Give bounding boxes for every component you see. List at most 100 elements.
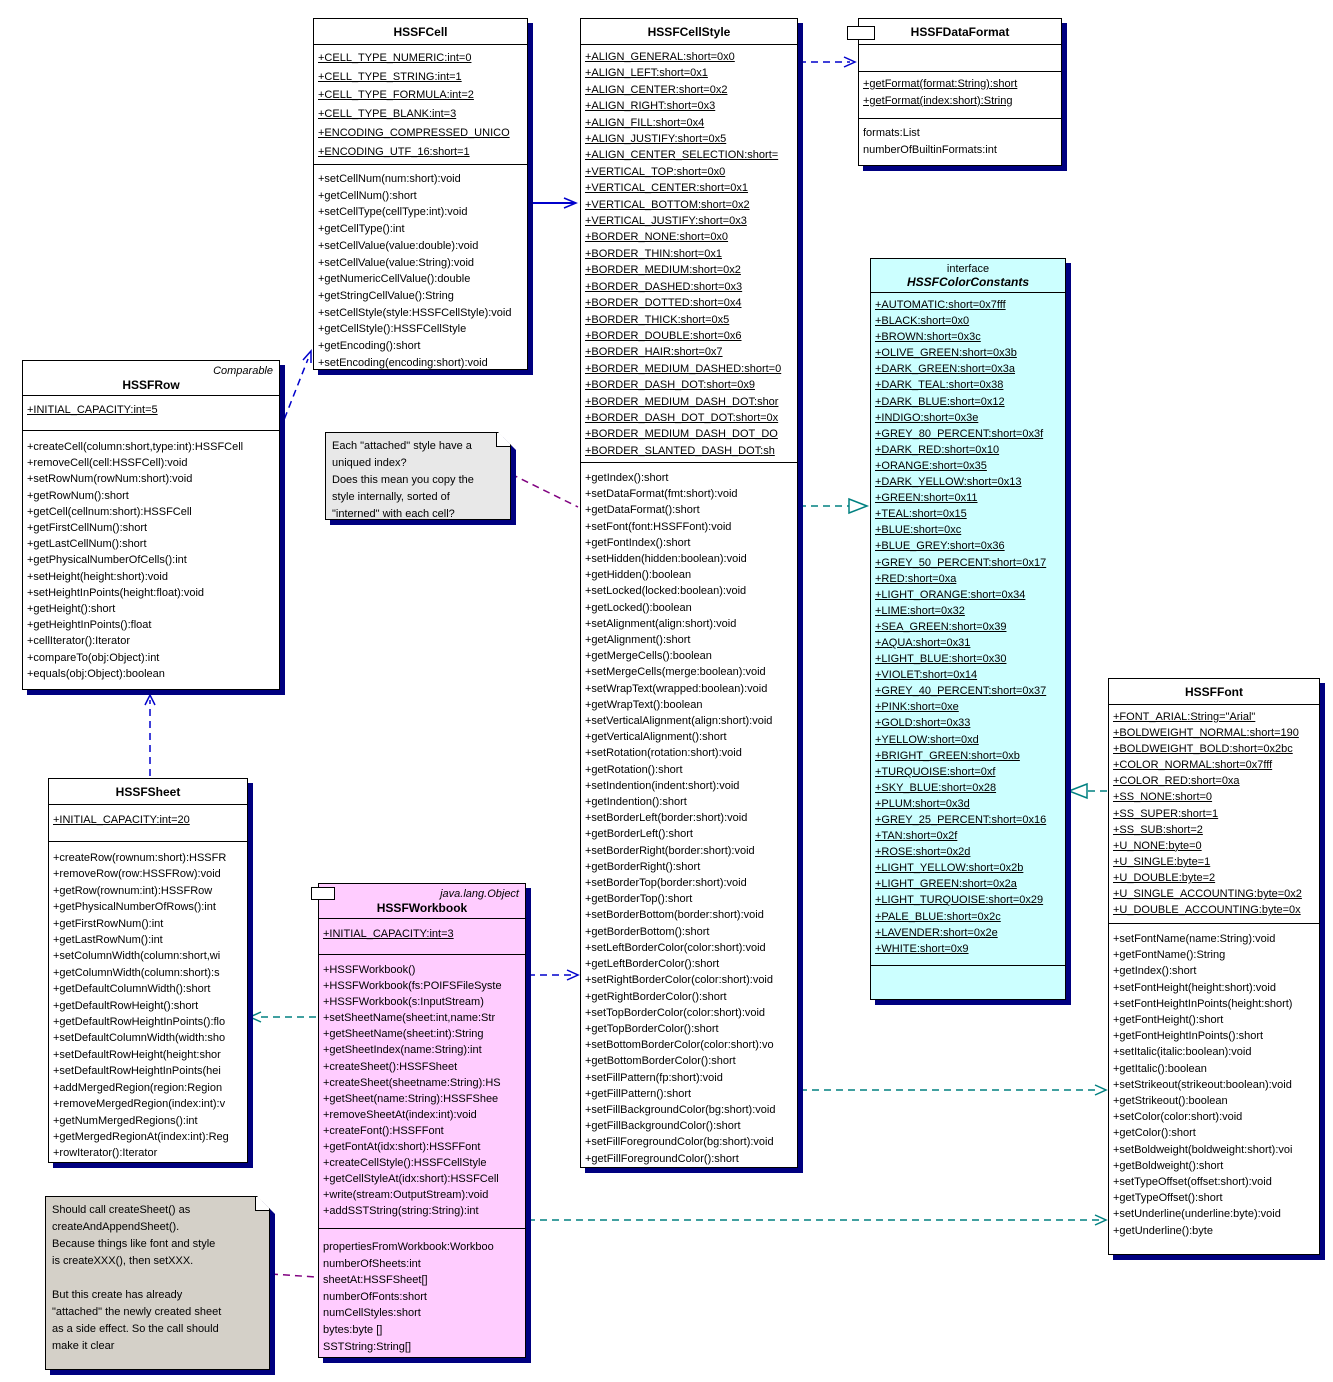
member-line: +DARK_TEAL:short=0x38 [875,379,1004,392]
member-line: +DARK_YELLOW:short=0x13 [875,476,1022,489]
member-line: numCellStyles:short [323,1307,421,1320]
member-line: +setCellValue(value:double):void [318,239,479,252]
member-line: +getCellStyle():HSSFCellStyle [318,323,467,336]
methods-compartment [871,965,1065,999]
member-line: +VIOLET:short=0x14 [875,669,978,682]
member-line: +removeMergedRegion(index:int):v [53,1098,226,1111]
member-line: +LIGHT_ORANGE:short=0x34 [875,588,1026,601]
association-cell-to-cellstyle [528,197,578,209]
member-line: +setRotation(rotation:short):void [585,747,742,760]
member-line: +getLocked():boolean [585,601,692,614]
member-line: +setVerticalAlignment(align:short):void [585,715,773,728]
member-line: +getBorderRight():short [585,860,701,873]
member-line: +getDefaultColumnWidth():short [53,983,211,996]
member-line: +YELLOW:short=0xd [875,733,979,746]
member-line: +getSheet(name:String):HSSFShee [323,1092,499,1105]
member-line: +BORDER_THIN:short=0x1 [585,247,722,260]
member-line: +INITIAL_CAPACITY:int=3 [323,928,454,940]
member-line: +BORDER_MEDIUM_DASH_DOT:shor [585,395,779,408]
attributes-compartment: +AUTOMATIC:short=0x7fff+BLACK:short=0x0+… [871,292,1065,965]
member-line: +getFontHeightInPoints():short [1113,1030,1264,1043]
class-hssfworkbook[interactable]: java.lang.Object HSSFWorkbook +INITIAL_C… [311,883,526,1358]
class-name: HSSFSheet [115,785,181,799]
methods-compartment: +getIndex():short+setDataFormat(fmt:shor… [581,462,797,1167]
class-hssffont[interactable]: HSSFFont +FONT_ARIAL:String="Arial"+BOLD… [1108,678,1320,1255]
member-line: +setFillPattern(fp:short):void [585,1071,723,1084]
member-line: +getLastRowNum():int [53,934,163,947]
member-line: createAndAppendSheet(). [52,1221,180,1233]
member-line: +setAlignment(align:short):void [585,617,737,630]
member-line: +U_SINGLE_ACCOUNTING:byte=0x2 [1113,888,1302,901]
member-line: +setBorderLeft(border:short):void [585,812,748,825]
class-hssfsheet[interactable]: HSSFSheet +INITIAL_CAPACITY:int=20 +crea… [48,778,248,1163]
member-line: +PALE_BLUE:short=0x2c [875,910,1001,923]
class-title: HSSFDataFormat [847,19,1061,44]
member-line: +getFillBackgroundColor():short [585,1120,741,1133]
member-line: +setHeight(height:short):void [27,570,168,583]
member-line: +setRowNum(rowNum:short):void [27,473,193,486]
member-line: +HSSFWorkbook() [323,964,416,976]
member-line: "attached" the newly created sheet [52,1306,222,1318]
dependency-workbook-to-font [528,1214,1108,1226]
member-line: +BORDER_DOTTED:short=0x4 [585,297,742,310]
member-line: +addSSTString(string:String):int [323,1205,479,1218]
class-hssfcell[interactable]: HSSFCell +CELL_TYPE_NUMERIC:int=0+CELL_T… [313,18,528,370]
member-line: SSTString:String[] [323,1340,412,1353]
methods-compartment: +setCellNum(num:short):void+getCellNum()… [314,164,527,369]
member-line: +getPhysicalNumberOfCells():int [27,554,187,567]
member-line: +LIGHT_BLUE:short=0x30 [875,653,1007,666]
member-line: +FONT_ARIAL:String="Arial" [1113,711,1256,723]
member-line: +INITIAL_CAPACITY:int=5 [27,404,158,416]
class-icon [311,887,335,900]
methods-compartment: +createCell(column:short,type:int):HSSFC… [23,430,279,689]
class-name: HSSFCellStyle [647,25,731,39]
member-line: +getMergedRegionAt(index:int):Reg [53,1130,229,1143]
member-line: +DARK_BLUE:short=0x12 [875,395,1005,408]
member-line: +INITIAL_CAPACITY:int=20 [53,814,190,826]
class-hssfcellstyle[interactable]: HSSFCellStyle +ALIGN_GENERAL:short=0x0+A… [580,18,798,1168]
member-line: +SS_SUPER:short=1 [1113,807,1219,820]
member-line: +BORDER_THICK:short=0x5 [585,313,730,326]
class-name: HSSFFont [1185,685,1243,699]
member-line: +getColor():short [1113,1127,1196,1140]
member-line: +getStringCellValue():String [318,289,454,302]
member-line: +getFontName():String [1113,949,1226,962]
member-line: uniqued index? [332,457,407,469]
member-line: +createSheet():HSSFSheet [323,1060,458,1073]
member-line: +VERTICAL_TOP:short=0x0 [585,165,726,178]
interface-hssfcolorconstants[interactable]: interface HSSFColorConstants +AUTOMATIC:… [870,258,1066,1000]
member-line: +OLIVE_GREEN:short=0x3b [875,347,1017,360]
member-line: +getUnderline():byte [1113,1224,1213,1237]
member-line: +getRowNum():short [27,489,129,502]
member-line: +ROSE:short=0x2d [875,846,971,859]
member-line: +VERTICAL_BOTTOM:short=0x2 [585,198,750,211]
member-line: +AUTOMATIC:short=0x7fff [875,299,1006,311]
attributes-compartment: +CELL_TYPE_NUMERIC:int=0+CELL_TYPE_STRIN… [314,44,527,164]
member-line: +getNumericCellValue():double [318,273,471,286]
member-line: is createXXX(), then setXXX. [52,1255,194,1267]
member-line: +setCellNum(num:short):void [318,173,461,185]
member-line: +BRIGHT_GREEN:short=0xb [875,749,1020,762]
member-line: +getTopBorderColor():short [585,1022,719,1035]
member-line: +getTypeOffset():short [1113,1192,1223,1205]
member-line: +setMergeCells(merge:boolean):void [585,666,766,679]
member-line: +setSheetName(sheet:int,name:Str [323,1012,496,1025]
member-line: +getFirstRowNum():int [53,917,164,930]
member-line: +getItalic():boolean [1113,1062,1207,1075]
member-line: numberOfFonts:short [323,1290,427,1303]
member-line: +getFontAt(idx:short):HSSFFont [323,1141,481,1154]
member-line: +LIME:short=0x32 [875,604,965,617]
member-line: +BROWN:short=0x3c [875,331,981,344]
member-line: +createCell(column:short,type:int):HSSFC… [27,441,244,453]
member-line: +CELL_TYPE_STRING:int=1 [318,70,462,83]
class-hssfrow[interactable]: Comparable HSSFRow +INITIAL_CAPACITY:int… [22,360,280,690]
member-line: +GREEN:short=0x11 [875,492,978,505]
member-line: +PINK:short=0xe [875,701,959,714]
member-line: +getSheetIndex(name:String):int [323,1044,482,1057]
class-hssfdataformat[interactable]: HSSFDataFormat +getFormat(format:String)… [847,18,1062,166]
member-line: +setUnderline(underline:byte):void [1113,1208,1281,1221]
member-line [52,1270,263,1287]
methods-compartment: +HSSFWorkbook()+HSSFWorkbook(fs:POIFSFil… [319,954,525,1228]
